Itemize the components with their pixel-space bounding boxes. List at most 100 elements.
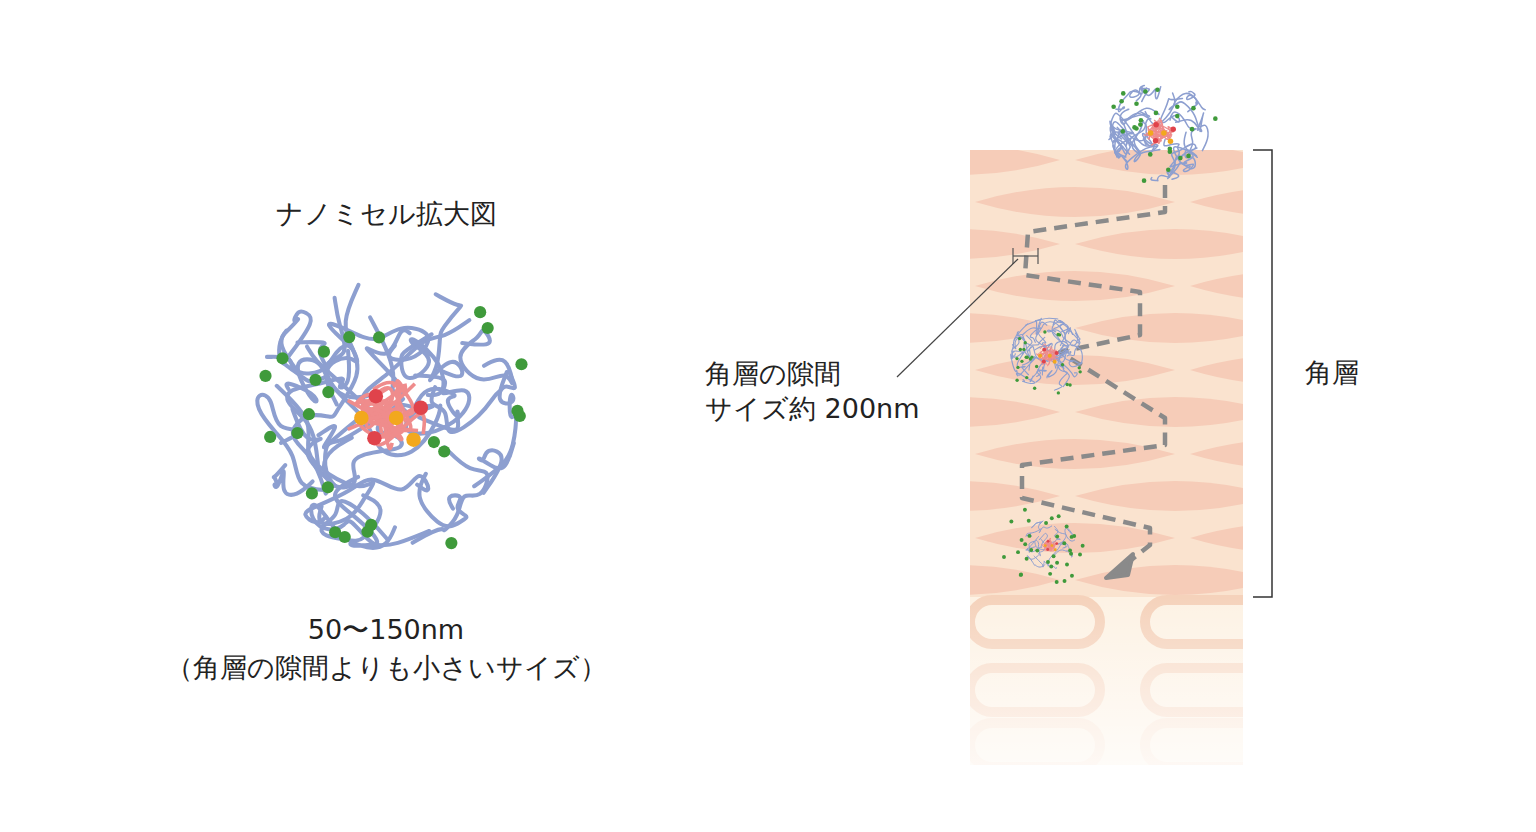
polymer-chain	[1134, 121, 1160, 162]
polymer-chain	[413, 447, 488, 542]
green-particle	[1062, 541, 1066, 545]
green-particle	[1132, 125, 1137, 130]
green-particle	[1027, 519, 1031, 523]
active-ingredient	[1042, 359, 1046, 363]
green-particle	[1066, 383, 1069, 386]
active-ingredient	[406, 432, 421, 447]
polymer-chain	[1055, 363, 1068, 390]
active-ingredient	[1042, 348, 1046, 352]
green-particle	[1029, 548, 1033, 552]
corneocyte	[1075, 313, 1243, 343]
active-ingredient	[1048, 354, 1052, 358]
size-note: （角層の隙間よりも小さいサイズ）	[166, 650, 607, 685]
corneocyte	[1075, 150, 1243, 175]
layer-label: 角層	[1305, 355, 1359, 390]
green-particle	[1154, 111, 1159, 116]
green-particle	[1121, 129, 1126, 134]
green-particle	[1142, 178, 1147, 183]
corneocyte	[1190, 187, 1243, 217]
nano-micelle	[1002, 508, 1085, 584]
nano-micelle	[257, 285, 527, 549]
green-particle	[1052, 554, 1056, 558]
corneocyte	[975, 439, 1175, 469]
polymer-chain	[1151, 171, 1179, 180]
leader-line	[897, 259, 1018, 377]
green-particle	[1035, 549, 1039, 553]
green-particle	[1070, 574, 1074, 578]
polymer-chain	[1023, 322, 1071, 335]
polymer-chain	[1012, 337, 1019, 356]
green-particle	[1065, 525, 1069, 529]
green-particle	[1026, 356, 1029, 359]
green-particle	[1155, 87, 1160, 92]
green-particle	[1022, 348, 1025, 351]
green-particle	[309, 374, 321, 386]
polymer-chain	[1116, 91, 1141, 111]
polymer-chain	[431, 373, 514, 432]
gap-marker	[1013, 248, 1038, 264]
polymer-chain	[1055, 547, 1073, 557]
active-ingredient	[414, 401, 429, 416]
active-ingredient	[369, 389, 384, 404]
green-particle	[1079, 370, 1082, 373]
green-particle	[1068, 548, 1072, 552]
green-particle	[1213, 116, 1218, 121]
active-ingredient	[354, 411, 369, 426]
polymer-chain	[1058, 542, 1068, 548]
active-ingredient	[367, 431, 382, 446]
green-particle	[1055, 580, 1059, 584]
green-particle	[1134, 101, 1139, 106]
green-particle	[514, 410, 526, 422]
penetration-path	[1022, 185, 1165, 565]
stratum-corneum	[970, 150, 1243, 597]
active-ingredient	[1046, 548, 1049, 551]
corneocyte	[1075, 481, 1243, 511]
figure-title: ナノミセル拡大図	[276, 196, 497, 231]
active-ingredient	[1047, 540, 1050, 543]
green-particle	[1168, 147, 1173, 152]
active-ingredient	[1168, 139, 1174, 145]
polymer-chain	[1169, 93, 1208, 151]
polymer-chain	[329, 324, 428, 360]
green-particle	[1121, 91, 1126, 96]
green-particle	[276, 352, 288, 364]
polymer-chain	[1031, 522, 1042, 528]
green-particle	[1050, 516, 1054, 520]
corneocyte	[1190, 523, 1243, 553]
polymer-chain	[1053, 320, 1069, 332]
polymer-chain	[1011, 355, 1036, 375]
green-particle	[303, 408, 315, 420]
green-particle	[438, 445, 450, 457]
green-particle	[259, 370, 271, 382]
green-particle	[1049, 564, 1053, 568]
green-particle	[329, 526, 341, 538]
green-particle	[1023, 508, 1027, 512]
green-particle	[264, 431, 276, 443]
green-particle	[1048, 572, 1052, 576]
size-label: 50〜150nm	[308, 612, 464, 647]
polymer-chain	[1035, 344, 1061, 360]
green-particle	[1065, 562, 1069, 566]
active-ingredient	[1053, 360, 1057, 364]
green-particle	[1178, 156, 1183, 161]
active-ingredient	[1055, 542, 1058, 545]
green-particle	[1027, 534, 1031, 538]
green-particle	[1057, 391, 1060, 394]
corneocyte	[970, 397, 1060, 427]
green-particle	[1018, 337, 1021, 340]
nano-micelle	[1109, 86, 1218, 183]
bracket	[1253, 150, 1272, 597]
active-ingredient	[1055, 351, 1059, 355]
polymer-chain	[1036, 370, 1046, 382]
arrow-head	[1106, 554, 1133, 578]
fade	[970, 597, 1243, 765]
green-particle	[1078, 366, 1081, 369]
polymer-chain	[1026, 541, 1036, 552]
green-particle	[1025, 557, 1029, 561]
green-particle	[365, 519, 377, 531]
polymer-chain	[1060, 326, 1080, 356]
green-particle	[482, 322, 494, 334]
active-ingredient	[1054, 548, 1057, 551]
corneocyte	[970, 150, 1060, 175]
